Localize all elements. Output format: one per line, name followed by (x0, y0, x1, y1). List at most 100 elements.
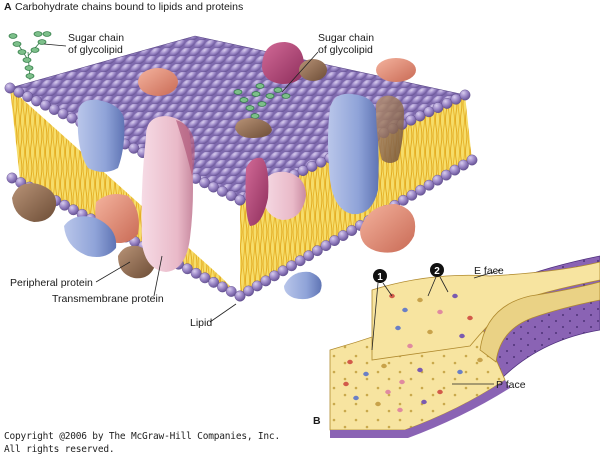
lipid-head (268, 270, 280, 282)
lipid-head (39, 99, 51, 111)
lipid-head (306, 160, 318, 172)
lipid-head (251, 280, 263, 292)
membrane-particle (402, 307, 408, 313)
transmembrane-protein-pink (141, 116, 193, 272)
right-brown-protein (376, 95, 404, 163)
lipid-head (405, 114, 417, 126)
membrane-particle (417, 297, 423, 303)
lipid-head (320, 240, 332, 252)
copyright-line-2: All rights reserved. (4, 444, 115, 455)
right-salmon-peripheral (360, 204, 416, 253)
membrane-particle (375, 401, 381, 407)
membrane-particle (399, 379, 405, 385)
membrane-particle (427, 329, 433, 335)
membrane-particle (467, 315, 473, 321)
lipid-head (441, 98, 453, 109)
lipid-head (450, 93, 462, 105)
membrane-particle (385, 389, 391, 395)
transmembrane-protein-shadow (176, 120, 195, 176)
lipid-head (13, 86, 25, 98)
glycoprotein-magenta (262, 42, 305, 84)
lipid-head (397, 194, 409, 206)
membrane-particle (477, 357, 483, 363)
membrane-particle (343, 381, 349, 387)
leaflet-curl (479, 281, 600, 363)
membrane-particle (363, 371, 369, 377)
glycolipid-base-protein (235, 118, 272, 138)
lipid-head (57, 108, 69, 120)
lipid-head (277, 265, 289, 277)
membrane-particle (452, 293, 458, 299)
lipid-head (423, 106, 435, 118)
membrane-particle (353, 395, 359, 401)
membrane-particle (421, 399, 427, 405)
lipid-head (311, 245, 323, 257)
lower-blue-peripheral (64, 216, 117, 257)
rear-salmon-protein (138, 68, 178, 96)
lipid-head (260, 275, 272, 287)
lipid-head (423, 179, 435, 191)
center-pink-protein (262, 171, 306, 220)
lipid-head (297, 165, 309, 177)
membrane-particle (459, 333, 465, 339)
label-sugar-chain-right-2: of glycolipid (318, 44, 373, 56)
right-blue-protein (328, 93, 379, 215)
membrane-particle (381, 363, 387, 369)
lipid-head (199, 272, 211, 284)
lipid-head (22, 91, 34, 103)
lipid-head (303, 250, 315, 262)
lipid-head (294, 255, 306, 267)
lipid-head (337, 230, 349, 241)
lipid-head (329, 235, 340, 246)
membrane-proteins (8, 31, 416, 300)
lipid-head (48, 104, 60, 115)
lipid-head (458, 159, 469, 171)
panel-a-title: Carbohydrate chains bound to lipids and … (15, 1, 243, 13)
lipid-head (199, 177, 211, 189)
panel-a-leader-lines (43, 43, 319, 323)
left-brown-peripheral (12, 183, 57, 222)
marker-2-text: 2 (434, 266, 440, 277)
lipid-head (4, 82, 16, 94)
lipid-head (225, 286, 237, 297)
lipid-head (459, 89, 471, 101)
lipid-head (66, 112, 78, 124)
label-sugar-chain-left-1: Sugar chain (68, 32, 124, 44)
lipid-head (414, 110, 426, 122)
panel-a-letter: A (4, 1, 12, 13)
lipid-head (449, 164, 461, 176)
label-p-face: P face (496, 379, 526, 391)
lipid-head (128, 142, 140, 154)
lipid-head (208, 276, 220, 288)
membrane-particle (457, 369, 463, 375)
lipid-head (440, 169, 452, 181)
lipid-head (6, 172, 18, 184)
membrane-particle (397, 407, 403, 413)
lipid-head (225, 190, 237, 202)
panel-b-letter: B (313, 415, 321, 427)
freeze-fracture-diagram (329, 255, 600, 438)
lipid-head (234, 194, 246, 206)
rear-brown-protein (299, 59, 327, 81)
lipid-head (406, 189, 418, 201)
label-transmembrane-protein: Transmembrane protein (52, 293, 164, 305)
center-magenta-protein (245, 157, 269, 226)
lipid-head (59, 199, 71, 211)
marker-2-icon: 2 (430, 263, 444, 277)
inner-edge-band (330, 380, 510, 438)
lipid-head (286, 260, 297, 272)
label-sugar-chain-right-1: Sugar chain (318, 32, 374, 44)
label-sugar-chain-left-2: of glycolipid (68, 44, 123, 56)
lipid-head (217, 281, 228, 293)
lipid-head (315, 156, 327, 168)
label-peripheral-protein: Peripheral protein (10, 277, 93, 289)
lipid-head (415, 184, 426, 196)
lipid-head (432, 102, 444, 114)
sugar-chain-left-icon (8, 31, 52, 81)
membrane-particle (395, 325, 401, 331)
lipid-head (346, 225, 358, 236)
membrane-particle (417, 367, 423, 373)
lipid-head (243, 285, 254, 297)
lipid-head (466, 154, 478, 166)
